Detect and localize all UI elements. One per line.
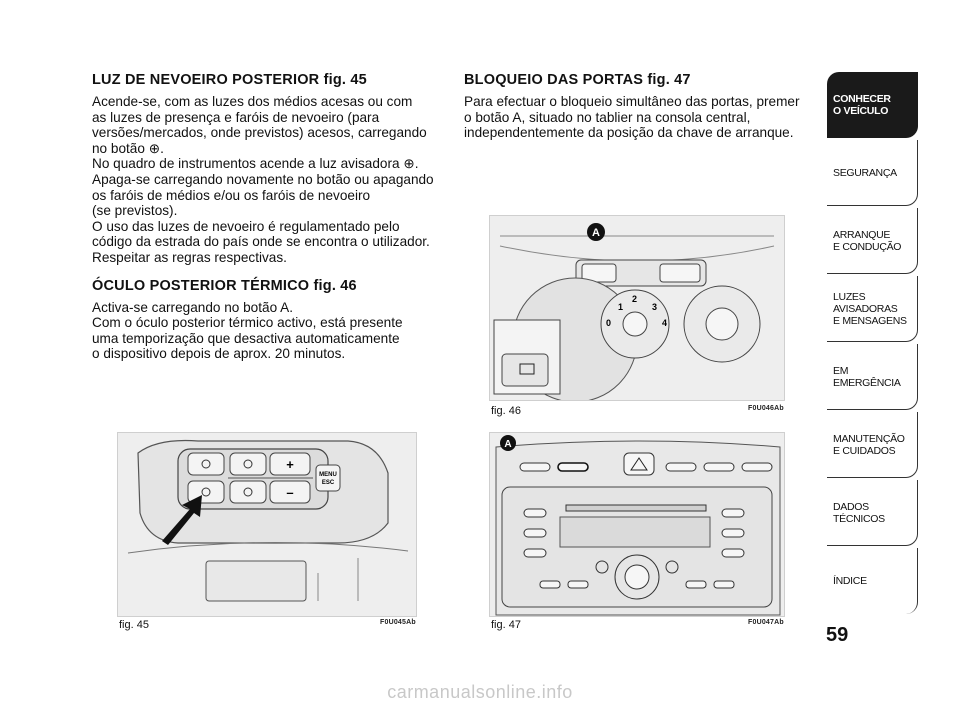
figure-45-illustration: MENU ESC + – [118,433,416,616]
dial-number-0: 0 [606,318,611,328]
figure-47-code: F0U047Ab [748,619,784,626]
figure-46-label: fig. 46 [491,405,521,417]
dial-number-1: 1 [618,302,623,312]
left-column: LUZ DE NEVOEIRO POSTERIOR fig. 45 Acende… [92,72,447,374]
tab-manutencao[interactable]: MANUTENÇÃO E CUIDADOS [827,412,918,478]
page-number: 59 [826,624,849,646]
minus-label: – [286,485,293,500]
dial-number-4: 4 [662,318,667,328]
section-heading-door-lock: BLOQUEIO DAS PORTAS fig. 47 [464,72,691,88]
figure-46-illustration: A 1 2 3 0 4 [490,216,784,403]
figure-46-code: F0U046Ab [748,405,784,412]
figure-45-code: F0U045Ab [380,619,416,626]
tab-indice[interactable]: ÍNDICE [827,548,918,614]
plus-label: + [286,457,294,472]
figure-45-label: fig. 45 [119,619,149,631]
figure-45: MENU ESC + – fig. 45 F0U045Ab [117,432,417,631]
tab-seguranca[interactable]: SEGURANÇA [827,140,918,206]
figure-47: A fig. 47 F0U047Ab [489,432,785,631]
figure-46: A 1 2 3 0 4 fig. 46 F0U046Ab [489,215,785,417]
tab-arranque-e-conducao[interactable]: ARRANQUE E CONDUÇÃO [827,208,918,274]
tab-dados-tecnicos[interactable]: DADOS TÉCNICOS [827,480,918,546]
esc-label: ESC [322,480,335,486]
tab-luzes-avisadoras[interactable]: LUZES AVISADORAS E MENSAGENS [827,276,918,342]
figure-47-label: fig. 47 [491,619,521,631]
right-column: BLOQUEIO DAS PORTAS fig. 47 Para efectua… [464,72,816,153]
tab-conhecer-o-veiculo[interactable]: CONHECER O VEÍCULO [827,72,918,138]
figure-46-marker: A [592,227,600,239]
chapter-tabs: CONHECER O VEÍCULO SEGURANÇA ARRANQUE E … [827,72,918,616]
door-lock-text: Para efectuar o bloqueio simultâneo das … [464,94,800,141]
watermark: carmanualsonline.info [387,682,573,702]
section-heading-rear-fog: LUZ DE NEVOEIRO POSTERIOR fig. 45 [92,72,367,88]
rear-window-text: Activa-se carregando no botão A. Com o ó… [92,299,403,362]
tab-em-emergencia[interactable]: EM EMERGÊNCIA [827,344,918,410]
menu-label: MENU [319,472,337,478]
section-heading-rear-window: ÓCULO POSTERIOR TÉRMICO fig. 46 [92,277,357,294]
figure-47-illustration: A [490,433,784,616]
dial-number-2: 2 [632,294,637,304]
rear-fog-text: Acende-se, com as luzes dos médios acesa… [92,94,434,265]
dial-number-3: 3 [652,302,657,312]
figure-47-marker: A [504,439,511,450]
